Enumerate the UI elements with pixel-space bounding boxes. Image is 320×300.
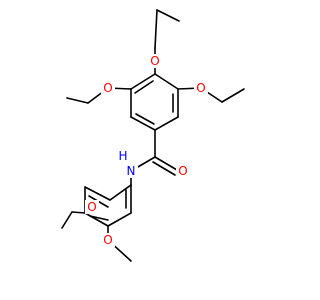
- bond: [84, 212, 109, 227]
- bond: [71, 211, 86, 214]
- bond: [134, 80, 154, 94]
- bond: [109, 184, 132, 201]
- bond: [130, 73, 156, 90]
- bond: [89, 215, 109, 221]
- atom-oxygen: O: [101, 233, 115, 247]
- oxygen-label: O: [103, 233, 112, 247]
- hydrogen-label: H: [118, 149, 127, 163]
- structure-canvas: O O O O H N O O: [61, 9, 245, 262]
- atom-label-layer: O O O O H N O O: [85, 54, 208, 247]
- bond: [61, 211, 73, 229]
- bond: [154, 156, 178, 171]
- atom-oxygen: O: [101, 81, 115, 95]
- bond: [154, 9, 158, 49]
- oxygen-label: O: [103, 81, 112, 95]
- bond: [221, 88, 245, 103]
- bond: [130, 116, 156, 131]
- oxygen-label: O: [87, 200, 96, 214]
- bond: [84, 186, 111, 201]
- bond: [135, 113, 155, 125]
- oxygen-label: O: [196, 81, 205, 95]
- molecule-drawing: O O O O H N O O: [61, 9, 245, 262]
- atom-oxygen: O: [194, 81, 208, 95]
- atom-nitrogen: H N: [116, 149, 138, 178]
- bond: [107, 212, 132, 227]
- bond-layer: [61, 9, 245, 262]
- atom-oxygen: O: [85, 200, 99, 214]
- oxygen-label: O: [178, 164, 187, 178]
- atom-oxygen: O: [148, 54, 162, 68]
- nitrogen-label: N: [127, 164, 136, 178]
- bond: [154, 116, 179, 131]
- bond: [156, 9, 180, 22]
- bond: [152, 161, 176, 176]
- atom-oxygen: O: [176, 164, 190, 178]
- bond: [66, 97, 89, 104]
- bond: [154, 73, 179, 90]
- oxygen-label: O: [150, 54, 159, 68]
